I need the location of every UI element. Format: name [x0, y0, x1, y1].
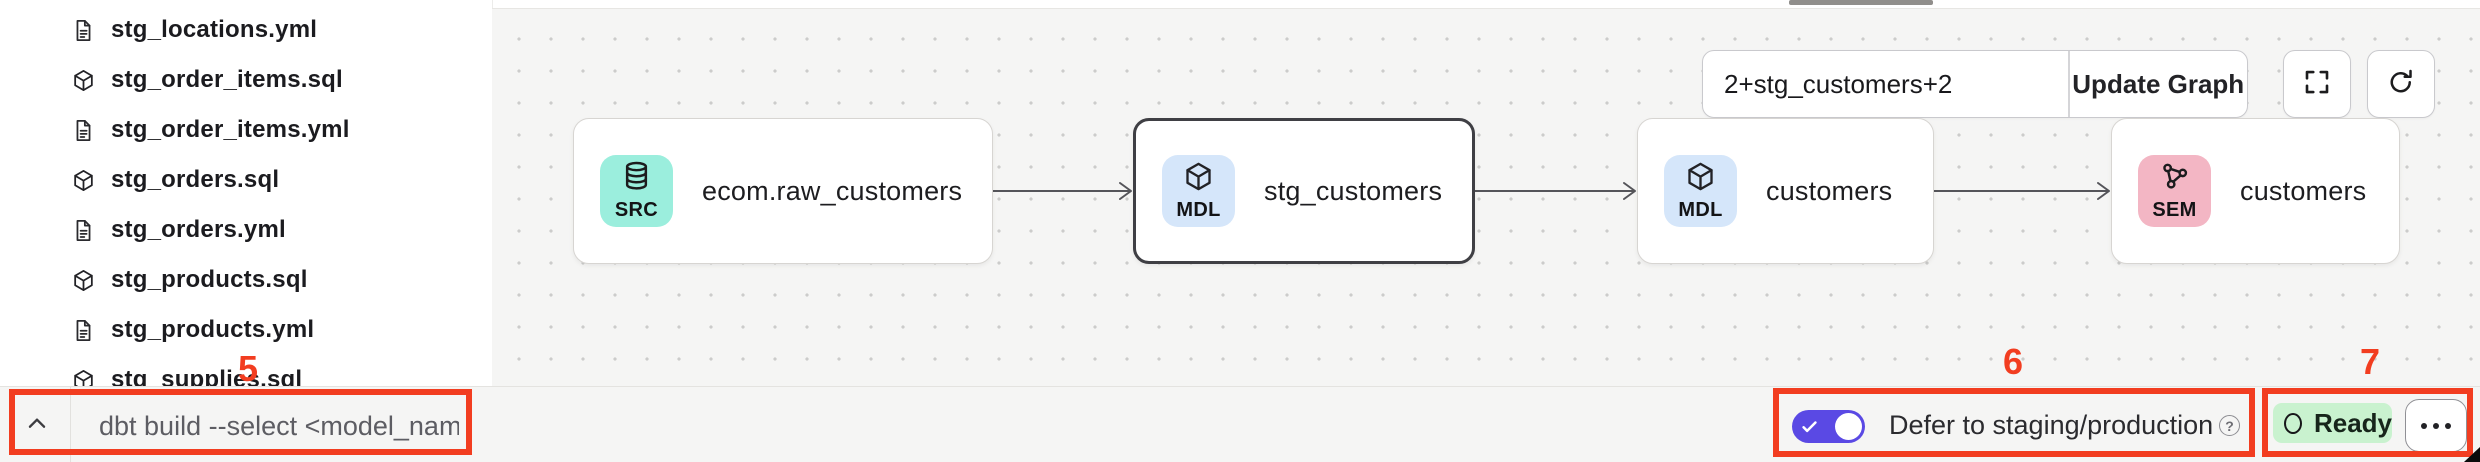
node-label: stg_customers: [1264, 175, 1443, 206]
file-icon: [71, 318, 96, 343]
model-cube-icon: [71, 368, 96, 386]
file-item[interactable]: stg_supplies.sql: [0, 355, 492, 386]
model-cube-icon: [1182, 160, 1215, 198]
lineage-edge: [1933, 178, 2111, 204]
file-name: stg_supplies.sql: [111, 366, 303, 386]
expand-command-bar-button[interactable]: [20, 409, 54, 443]
file-explorer: stg_locations.yml stg_order_items.sql stg_…: [0, 0, 493, 386]
file-item[interactable]: stg_orders.sql: [0, 155, 492, 205]
defer-toggle[interactable]: [1792, 410, 1865, 443]
lineage-edge: [992, 178, 1133, 204]
annotation-box-7: [2262, 388, 2473, 457]
chevron-up-icon: [24, 411, 50, 442]
file-icon: [71, 218, 96, 243]
ellipsis-icon: [2421, 422, 2427, 429]
command-bar-divider: [70, 387, 71, 462]
lineage-node-stg_customers[interactable]: MDL stg_customers: [1133, 118, 1475, 264]
horizontal-scrollbar-thumb[interactable]: [1789, 0, 1933, 5]
file-name: stg_products.sql: [111, 266, 308, 293]
node-label: customers: [2240, 175, 2367, 206]
node-type: SRC: [614, 199, 659, 221]
annotation-box-6: [1773, 388, 2255, 457]
database-icon: [620, 160, 653, 198]
selector-divider: [2068, 51, 2070, 117]
file-name: stg_order_items.sql: [111, 66, 343, 93]
fullscreen-button[interactable]: [2283, 50, 2351, 118]
check-icon: [1800, 417, 1819, 436]
help-icon[interactable]: ?: [2219, 415, 2240, 436]
node-type: MDL: [1678, 199, 1723, 221]
file-name: stg_orders.sql: [111, 166, 280, 193]
file-item[interactable]: stg_products.yml: [0, 305, 492, 355]
file-icon: [71, 118, 96, 143]
file-name: stg_order_items.yml: [111, 116, 350, 143]
annotation-box-5: [9, 389, 472, 455]
model-cube-icon: [1684, 160, 1717, 198]
refresh-icon: [2386, 67, 2416, 102]
annotation-number-7: 7: [2360, 341, 2381, 382]
file-item[interactable]: stg_orders.yml: [0, 205, 492, 255]
lineage-selector-input[interactable]: [1703, 51, 2068, 117]
status-badge[interactable]: Ready: [2273, 403, 2392, 443]
lineage-node-ecom.raw_customers[interactable]: SRC ecom.raw_customers: [573, 118, 993, 264]
semantic-layer-icon: [2158, 160, 2191, 198]
node-label: ecom.raw_customers: [702, 175, 963, 206]
node-badge: MDL: [1162, 155, 1235, 227]
file-item[interactable]: stg_locations.yml: [0, 5, 492, 55]
status-label: Ready: [2313, 407, 2392, 438]
more-options-button[interactable]: [2405, 399, 2467, 452]
file-icon: [71, 18, 96, 43]
defer-label: Defer to staging/production: [1889, 409, 2214, 440]
model-cube-icon: [71, 168, 96, 193]
lineage-edge: [1474, 178, 1637, 204]
node-badge: SRC: [600, 155, 673, 227]
refresh-button[interactable]: [2367, 50, 2435, 118]
file-item[interactable]: stg_products.sql: [0, 255, 492, 305]
lineage-selector-group: Update Graph: [1702, 50, 2248, 118]
fullscreen-icon: [2302, 67, 2332, 102]
model-cube-icon: [71, 68, 96, 93]
annotation-number-5: 5: [238, 348, 259, 389]
node-type: MDL: [1176, 199, 1221, 221]
file-name: stg_orders.yml: [111, 216, 286, 243]
node-type: SEM: [2152, 199, 2197, 221]
update-graph-button[interactable]: Update Graph: [2072, 68, 2245, 99]
node-badge: SEM: [2138, 155, 2211, 227]
file-item[interactable]: stg_order_items.sql: [0, 55, 492, 105]
node-label: customers: [1766, 175, 1893, 206]
model-cube-icon: [71, 268, 96, 293]
toggle-knob: [1835, 413, 1862, 440]
file-name: stg_locations.yml: [111, 16, 318, 43]
lineage-node-customers[interactable]: MDL customers: [1637, 118, 1934, 264]
file-item[interactable]: stg_order_items.yml: [0, 105, 492, 155]
node-badge: MDL: [1664, 155, 1737, 227]
status-circle-icon: [2284, 412, 2302, 434]
lineage-node-customers[interactable]: SEM customers: [2111, 118, 2400, 264]
annotation-number-6: 6: [2003, 341, 2024, 382]
file-name: stg_products.yml: [111, 316, 315, 343]
